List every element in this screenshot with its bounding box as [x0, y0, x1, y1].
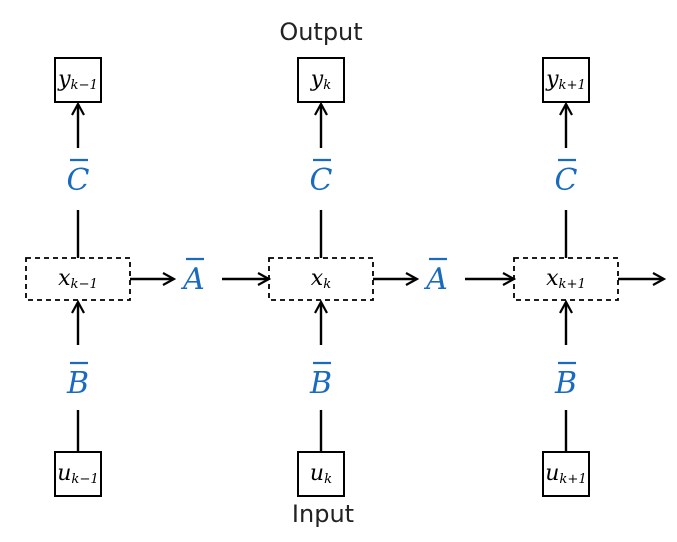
- y-box-2: [542, 57, 590, 103]
- y-box-1: [297, 57, 345, 103]
- x-label-2: xk+1: [546, 266, 586, 291]
- u-box-1: [297, 451, 345, 497]
- matrix-c-2-letter: C: [555, 163, 578, 198]
- matrix-c-0-letter: C: [67, 163, 90, 198]
- u-box-0: [54, 451, 102, 497]
- matrix-a-0: A: [180, 257, 205, 297]
- u-label-0: uk−1: [57, 461, 99, 486]
- matrix-c-1-letter: C: [310, 163, 333, 198]
- input-label: Input: [291, 500, 355, 528]
- u-label-1: uk: [310, 461, 332, 486]
- u-box-2: [542, 451, 590, 497]
- matrix-a-1-letter: A: [423, 262, 448, 297]
- matrix-c-2: C: [555, 158, 578, 198]
- x-label-1: xk: [311, 266, 331, 291]
- matrix-b-2: B: [554, 361, 577, 401]
- y-label-0: yk−1: [57, 67, 98, 92]
- output-label: Output: [279, 18, 363, 46]
- u-label-2: uk+1: [545, 461, 587, 486]
- matrix-b-1-letter: B: [309, 366, 332, 401]
- matrix-c-0: C: [67, 158, 90, 198]
- y-label-2: yk+1: [545, 67, 586, 92]
- matrix-a-0-letter: A: [180, 262, 205, 297]
- matrix-c-1: C: [310, 158, 333, 198]
- y-label-1: yk: [310, 67, 331, 92]
- x-label-0: xk−1: [58, 266, 98, 291]
- matrix-b-2-letter: B: [554, 366, 577, 401]
- matrix-b-1: B: [309, 361, 332, 401]
- matrix-b-0-letter: B: [66, 366, 89, 401]
- matrix-a-1: A: [423, 257, 448, 297]
- matrix-b-0: B: [66, 361, 89, 401]
